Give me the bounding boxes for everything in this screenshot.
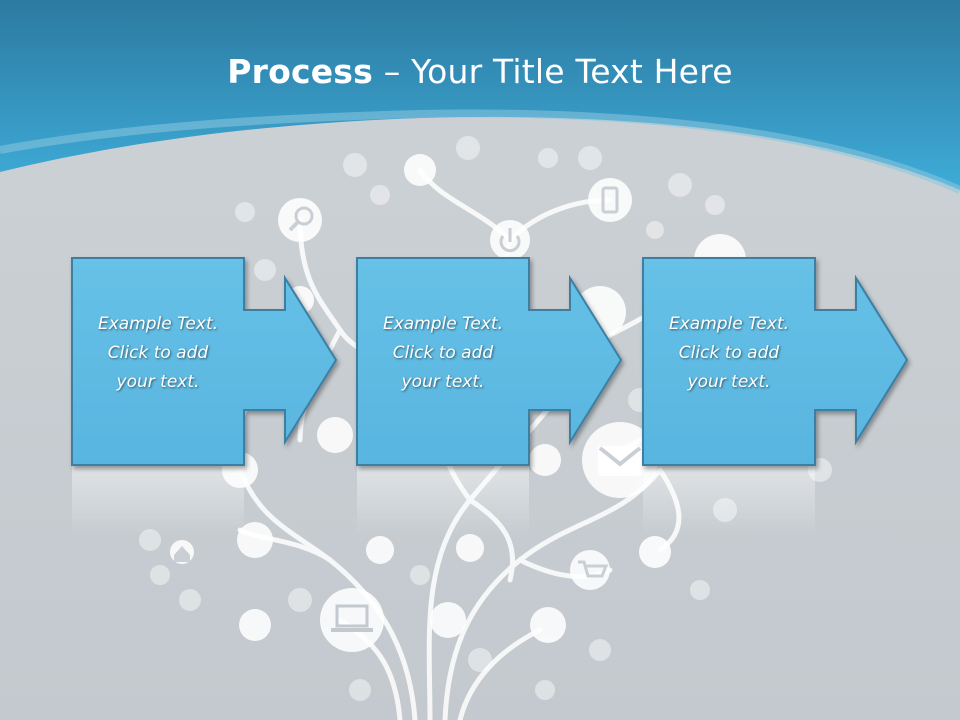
step-2-line-2: Click to add — [392, 343, 494, 363]
box-reflection-1 — [72, 466, 244, 536]
process-step-3[interactable] — [642, 257, 909, 466]
power-icon — [499, 228, 521, 253]
title-dash: – — [373, 52, 412, 91]
step-3-text[interactable]: Example Text. Click to add your text. — [643, 310, 815, 397]
cart-icon — [578, 560, 609, 578]
process-step-1[interactable] — [71, 257, 338, 466]
step-3-line-3: your text. — [687, 372, 771, 392]
header-curve-highlight — [0, 109, 960, 194]
step-1-line-2: Click to add — [107, 343, 209, 363]
step-2-text[interactable]: Example Text. Click to add your text. — [357, 310, 529, 397]
phone-icon — [601, 186, 619, 214]
laptop-icon — [331, 604, 373, 632]
step-2-line-1: Example Text. — [382, 314, 504, 334]
step-1-text[interactable]: Example Text. Click to add your text. — [72, 310, 244, 397]
decor-circles — [170, 154, 746, 652]
step-2-line-3: your text. — [401, 372, 485, 392]
step-3-line-1: Example Text. — [668, 314, 790, 334]
step-3-line-2: Click to add — [678, 343, 780, 363]
header-band — [0, 0, 960, 190]
box-reflection-2 — [357, 466, 529, 536]
title-rest: Your Title Text Here — [411, 52, 733, 91]
box-reflection-3 — [643, 466, 815, 536]
step-1-line-3: your text. — [116, 372, 200, 392]
search-icon — [288, 206, 314, 232]
home-icon — [174, 546, 190, 562]
process-step-2[interactable] — [356, 257, 623, 466]
title-bold: Process — [227, 52, 373, 91]
slide-title[interactable]: Process – Your Title Text Here — [0, 52, 960, 91]
mail-icon — [598, 446, 642, 476]
step-1-line-1: Example Text. — [97, 314, 219, 334]
